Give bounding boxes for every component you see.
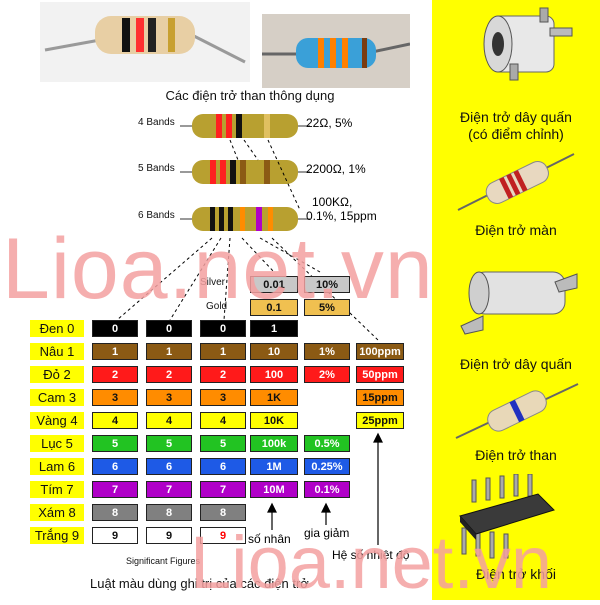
resistor-photo-beige [40,2,250,82]
value-6-bands-line1: 100KΩ, [312,195,353,209]
multiplier-cell: 10 [250,343,298,360]
watermark-large: Lioa.net.vn [2,221,434,317]
tolerance-cell: 0.25% [304,458,350,475]
digit-cell-band-2: 8 [146,504,192,521]
silver-tolerance: 10% [304,276,350,293]
digit-cell-band-2: 4 [146,412,192,429]
gold-tolerance: 5% [304,299,350,316]
digit-cell-band-1: 8 [92,504,138,521]
digit-cell-band-3: 6 [200,458,246,475]
digit-cell-band-2: 5 [146,435,192,452]
digit-cell-band-1: 1 [92,343,138,360]
watermark-bottom: Lioa.net.vn [190,521,553,604]
multiplier-cell: 100 [250,366,298,383]
tempco-cell: 15ppm [356,389,404,406]
color-name-label: Nâu 1 [30,343,84,360]
tolerance-cell: 2% [304,366,350,383]
digit-cell-band-3: 4 [200,412,246,429]
bottom-caption: Luật màu dùng ghi trị của các điện trở [90,576,309,591]
beige-resistor-image [44,16,246,64]
top-caption: Các điện trở than thông dụng [165,88,335,103]
tolerance-cell: 0.1% [304,481,350,498]
film-resistor-label: Điện trở màn [475,222,557,238]
label-4-bands: 4 Bands [138,117,175,128]
multiplier-cell: 100k [250,435,298,452]
digit-cell-band-1: 5 [92,435,138,452]
color-name-label: Vàng 4 [30,412,84,429]
digit-cell-band-1: 0 [92,320,138,337]
color-name-label: Trắng 9 [30,527,84,544]
label-5-bands: 5 Bands [138,163,175,174]
resistor-network-image [459,474,555,559]
resistor-photo-blue [262,14,411,88]
digit-cell-band-2: 0 [146,320,192,337]
film-resistor-image [457,153,575,211]
carbon-resistor-image [455,383,579,439]
digit-cell-band-2: 9 [146,527,192,544]
multiplier-cell: 10K [250,412,298,429]
color-name-label: Lục 5 [30,435,84,452]
digit-cell-band-2: 1 [146,343,192,360]
tempco-cell: 50ppm [356,366,404,383]
gold-multiplier: 0.1 [250,299,298,316]
digit-cell-band-3: 7 [200,481,246,498]
digit-cell-band-3: 1 [200,343,246,360]
wirewound-resistor-image [460,271,578,335]
tolerance-cell: 0.5% [304,435,350,452]
tempco-cell: 25ppm [356,412,404,429]
color-name-label: Xám 8 [30,504,84,521]
value-6-bands-line2: 0.1%, 15ppm [306,209,377,223]
multiplier-cell: 10M [250,481,298,498]
digit-cell-band-2: 6 [146,458,192,475]
blue-resistor-image [262,38,411,68]
tempco-cell: 100ppm [356,343,404,360]
digit-cell-band-3: 5 [200,435,246,452]
label-gold: Gold [206,301,228,312]
digit-cell-band-2: 3 [146,389,192,406]
digit-cell-band-1: 3 [92,389,138,406]
value-5-bands: 2200Ω, 1% [306,162,366,176]
digit-cell-band-1: 9 [92,527,138,544]
tempco-label: Hệ số nhiệt độ [332,548,410,562]
label-6-bands: 6 Bands [138,210,175,221]
digit-cell-band-1: 2 [92,366,138,383]
silver-multiplier: 0.01 [250,276,298,293]
digit-cell-band-1: 4 [92,412,138,429]
digit-cell-band-3: 2 [200,366,246,383]
wirewound-adjustable-resistor-image [483,7,573,81]
carbon-resistor-label: Điện trở than [475,447,557,463]
digit-cell-band-1: 6 [92,458,138,475]
digit-cell-band-3: 3 [200,389,246,406]
multiplier-cell: 1M [250,458,298,475]
digit-cell-band-3: 9 [200,527,246,544]
resistor-5-band [180,160,310,184]
significant-figures-label: Significant Figures [126,556,201,566]
resistor-4-band [180,114,310,138]
value-4-bands: 22Ω, 5% [306,116,353,130]
color-name-label: Đen 0 [30,320,84,337]
connector-lines [116,139,383,545]
digit-cell-band-3: 8 [200,504,246,521]
color-name-label: Lam 6 [30,458,84,475]
wirewound-adjustable-label-1: Điện trở dây quấn [460,109,572,125]
digit-cell-band-3: 0 [200,320,246,337]
multiplier-label: số nhân [248,532,291,546]
color-name-label: Đỏ 2 [30,366,84,383]
digit-cell-band-2: 7 [146,481,192,498]
multiplier-cell: 1K [250,389,298,406]
digit-cell-band-1: 7 [92,481,138,498]
color-name-label: Cam 3 [30,389,84,406]
color-name-label: Tím 7 [30,481,84,498]
block-resistor-label: Điện trở khối [476,566,556,582]
tolerance-label: gia giảm [304,526,350,540]
multiplier-cell: 1 [250,320,298,337]
wirewound-adjustable-label-2: (có điểm chỉnh) [468,126,564,142]
digit-cell-band-2: 2 [146,366,192,383]
label-silver: Silver [200,277,226,288]
resistor-6-band [180,207,310,231]
tolerance-cell: 1% [304,343,350,360]
wirewound-resistor-label: Điện trở dây quấn [460,356,572,372]
